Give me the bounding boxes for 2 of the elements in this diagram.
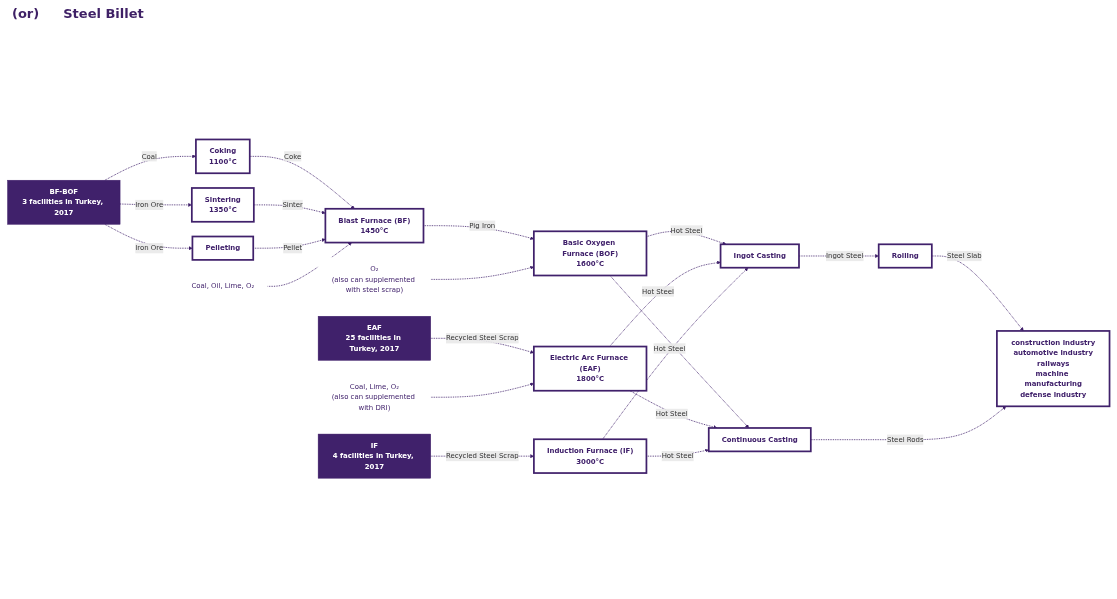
note-text: (or) — [12, 6, 40, 21]
note-text: Steel Billet — [63, 6, 144, 21]
